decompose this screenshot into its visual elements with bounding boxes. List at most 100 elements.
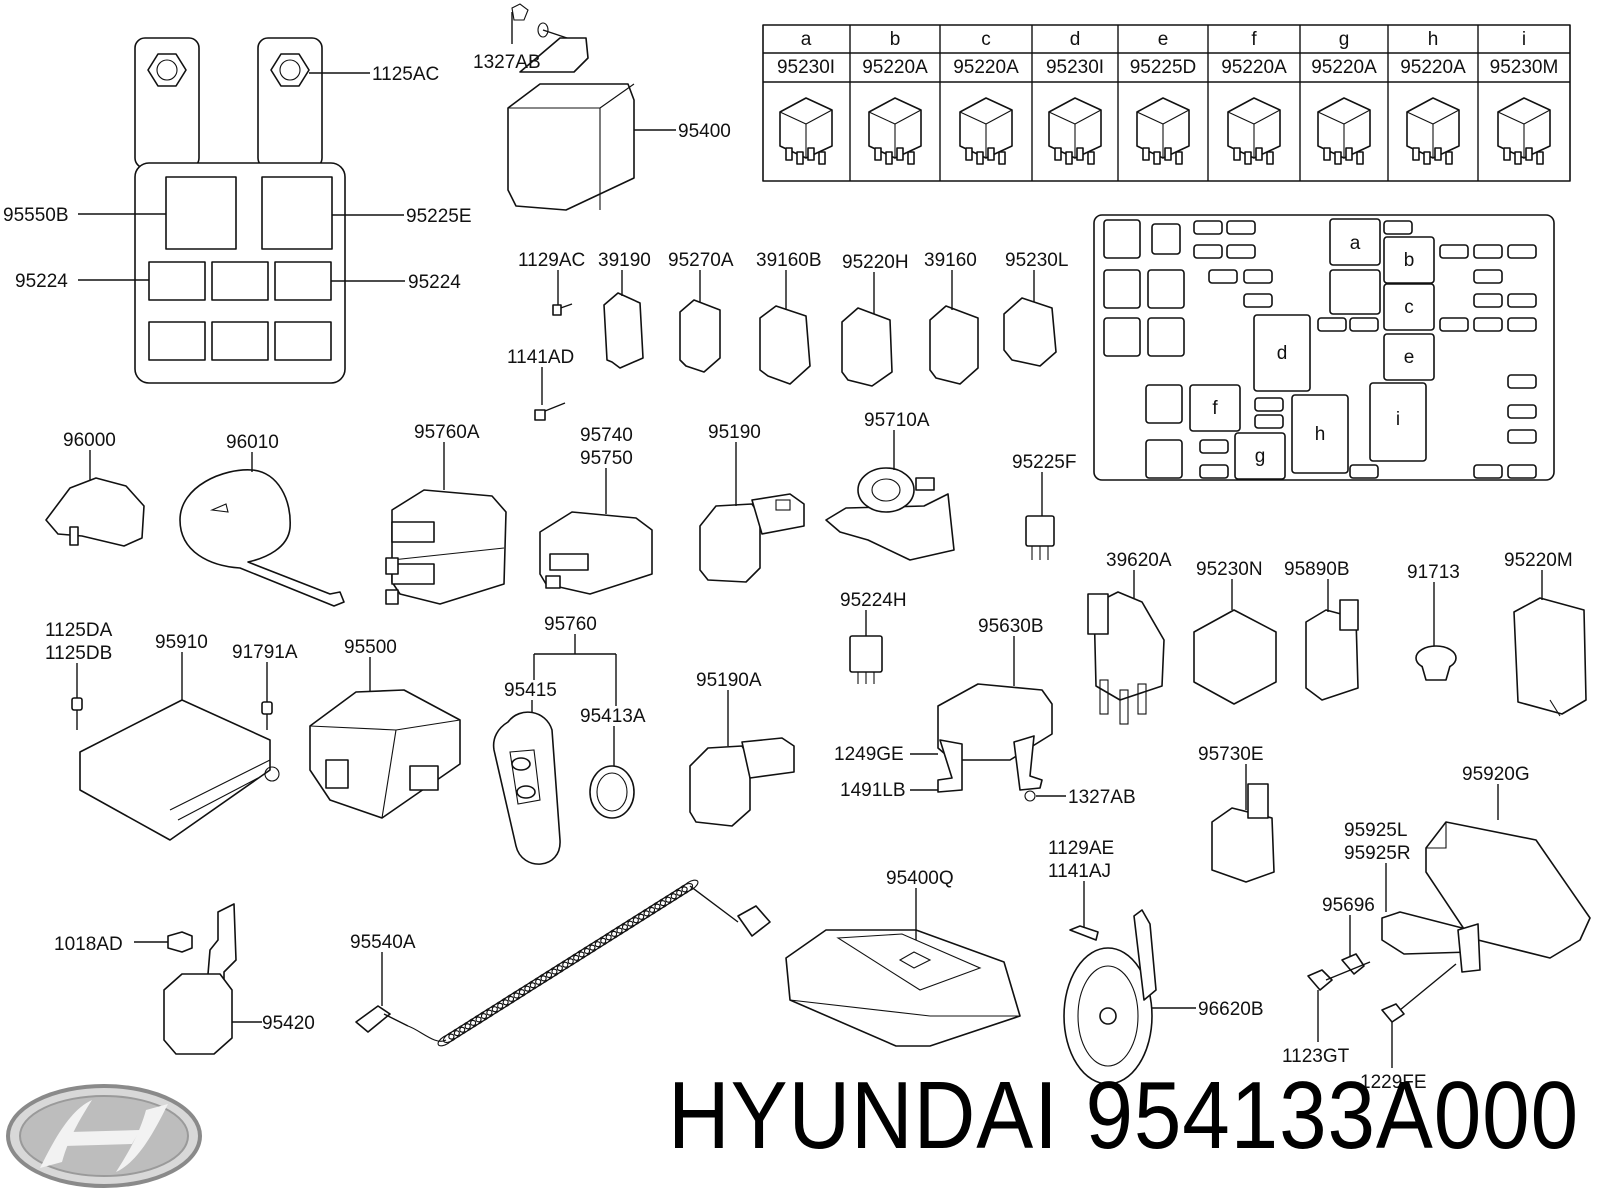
label-95630B: 95630B [978, 616, 1044, 637]
label-95910: 95910 [155, 632, 208, 653]
part-95190 [699, 493, 805, 583]
label-96010: 96010 [226, 432, 279, 453]
label-1125DB: 1125DB [45, 643, 112, 664]
hyundai-logo [6, 1084, 202, 1188]
label-1125AC: 1125AC [372, 64, 439, 85]
screw-1018AD [134, 931, 193, 953]
part-95413A-battery [589, 765, 635, 819]
relay-icon [1317, 97, 1371, 165]
label-95225E: 95225E [406, 206, 472, 227]
part-95224H [849, 635, 883, 684]
part-95540A-cable [355, 885, 771, 1042]
label-95190: 95190 [708, 422, 761, 443]
label-1123GT: 1123GT [1282, 1046, 1350, 1067]
fuse-slot-label: c [1404, 297, 1414, 318]
label-95750: 95750 [580, 448, 633, 469]
part-96010 [179, 469, 345, 607]
relay-icon [1227, 97, 1281, 165]
label-95230N: 95230N [1196, 559, 1263, 580]
part-number: 954133A000 [1085, 1062, 1579, 1169]
table-letter: c [981, 29, 991, 50]
label-95230L: 95230L [1005, 250, 1068, 271]
part-96620B-horn [1063, 909, 1157, 1085]
label-1249GE: 1249GE [834, 744, 904, 765]
fuse-box-layout: a b c d e f g h i [1093, 214, 1555, 481]
part-95740 [539, 511, 653, 595]
part-95420 [163, 903, 237, 1055]
relay-icon [1497, 97, 1551, 165]
label-95220M: 95220M [1504, 550, 1573, 571]
part-95910 [79, 699, 280, 841]
part-95230N [1193, 609, 1277, 705]
label-95415: 95415 [504, 680, 557, 701]
part-95920G [1381, 821, 1591, 973]
label-95925R: 95925R [1344, 843, 1411, 864]
part-95500 [309, 689, 461, 819]
label-1129AC: 1129AC [518, 250, 585, 271]
bolt-1123GT [1307, 961, 1371, 991]
relay-icon [1136, 97, 1190, 165]
label-95540A: 95540A [350, 932, 416, 953]
table-code: 95230I [777, 57, 835, 78]
label-95220H: 95220H [842, 252, 909, 273]
table-code: 95220A [1400, 57, 1466, 78]
label-95760A: 95760A [414, 422, 480, 443]
part-95400Q [785, 929, 1021, 1047]
table-code: 95225D [1130, 57, 1197, 78]
relay-icon [959, 97, 1013, 165]
part-95415-key-fob [492, 711, 561, 865]
table-letter: d [1070, 29, 1081, 50]
label-95270A: 95270A [668, 250, 734, 271]
label-95224H: 95224H [840, 590, 907, 611]
table-letter: h [1428, 29, 1439, 50]
table-code: 95220A [953, 57, 1019, 78]
label-95224-right: 95224 [408, 272, 461, 293]
label-95190A: 95190A [696, 670, 762, 691]
part-95710A [825, 467, 955, 561]
part-91713 [1415, 645, 1457, 681]
label-1125DA: 1125DA [45, 620, 113, 641]
label-95224-left: 95224 [15, 271, 68, 292]
fuse-slot-label: i [1396, 409, 1400, 430]
label-95740: 95740 [580, 425, 633, 446]
table-code: 95230M [1490, 57, 1559, 78]
part-95225F [1025, 515, 1055, 560]
label-1018AD: 1018AD [54, 934, 123, 955]
screw-1129AC [552, 303, 573, 316]
label-95890B: 95890B [1284, 559, 1350, 580]
label-95760: 95760 [544, 614, 597, 635]
table-letter: b [890, 29, 901, 50]
module-95400 [507, 3, 635, 211]
label-39620A: 39620A [1106, 550, 1172, 571]
label-96620B: 96620B [1198, 999, 1264, 1020]
label-95710A: 95710A [864, 410, 930, 431]
relay-icon [779, 97, 833, 165]
label-1129AE: 1129AE [1048, 838, 1114, 859]
label-95225F: 95225F [1012, 452, 1076, 473]
clip-1229FE [1381, 963, 1457, 1023]
label-1327AB-top: 1327AB [473, 52, 541, 73]
label-95420: 95420 [262, 1013, 315, 1034]
fuse-slot-label: a [1350, 233, 1361, 254]
label-95925L: 95925L [1344, 820, 1407, 841]
junction-box-95550B [134, 37, 346, 384]
fuse-slot-label: e [1404, 347, 1415, 368]
part-95730E [1211, 783, 1275, 883]
label-1491LB: 1491LB [840, 780, 906, 801]
relay-table: a b c d e f g h i 95230I 95220A 95220A 9… [762, 24, 1571, 182]
label-95920G: 95920G [1462, 764, 1530, 785]
label-95400: 95400 [678, 121, 731, 142]
fuse-slot-label: d [1277, 343, 1288, 364]
screw-1141AD [534, 402, 566, 421]
screw-1125DA [71, 697, 83, 730]
table-letter: e [1158, 29, 1169, 50]
label-1141AD: 1141AD [507, 347, 574, 368]
part-95890B [1305, 599, 1359, 701]
relay-icon [1406, 97, 1460, 165]
fuse-slot-label: b [1404, 250, 1415, 271]
coiled-cable [437, 879, 699, 1047]
label-95550B: 95550B [3, 205, 69, 226]
table-code: 95220A [1221, 57, 1287, 78]
